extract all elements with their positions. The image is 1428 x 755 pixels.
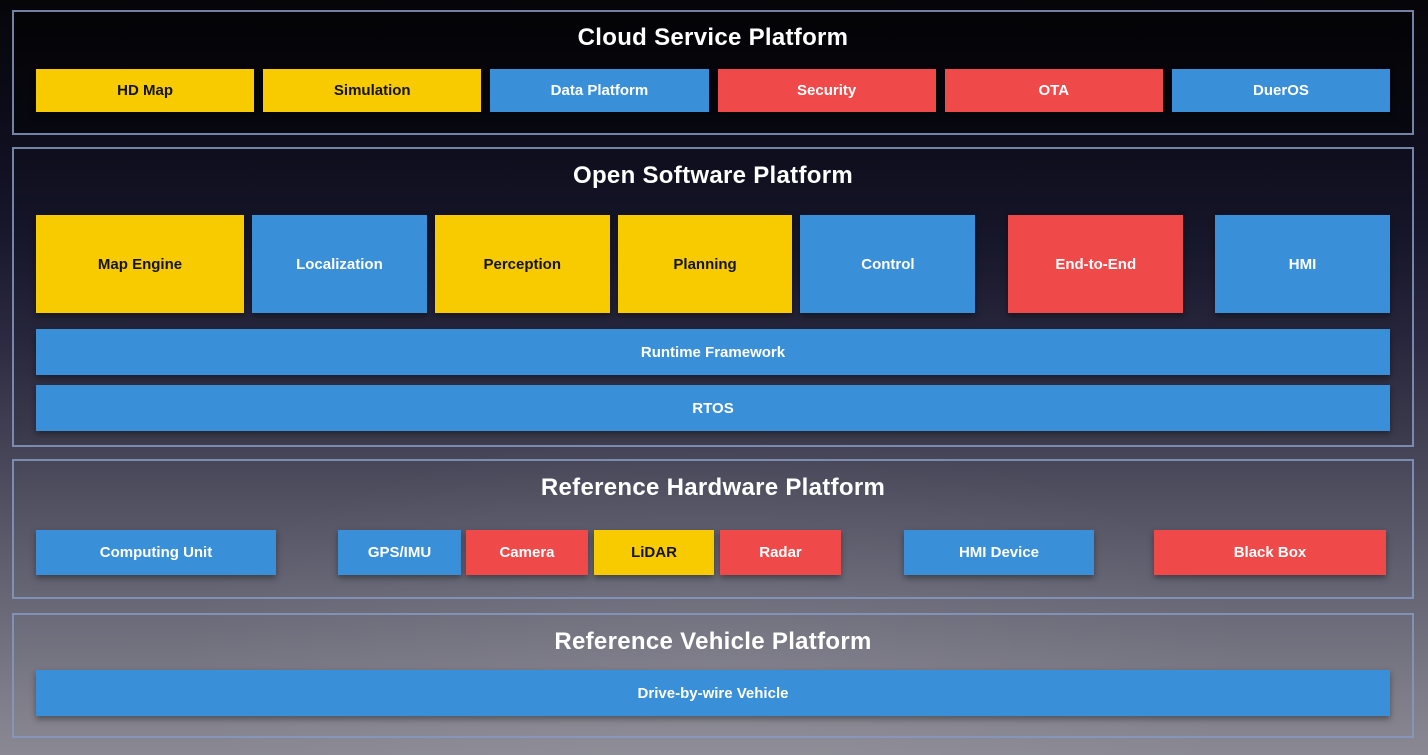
box-hmi-device: HMI Device xyxy=(904,530,1094,575)
bar-runtime-framework: Runtime Framework xyxy=(36,329,1390,375)
box-lidar: LiDAR xyxy=(594,530,714,575)
box-map-engine: Map Engine xyxy=(36,215,244,313)
box-security: Security xyxy=(717,69,936,112)
section-reference-hardware-platform: Reference Hardware Platform Computing Un… xyxy=(12,459,1414,599)
box-ota: OTA xyxy=(944,69,1163,112)
box-camera: Camera xyxy=(466,530,588,575)
box-control: Control xyxy=(800,215,976,313)
box-dueros: DuerOS xyxy=(1171,69,1391,112)
section-open-software-platform: Open Software Platform Map Engine Locali… xyxy=(12,147,1414,447)
box-gps-imu: GPS/IMU xyxy=(338,530,461,575)
box-hd-map: HD Map xyxy=(36,69,255,112)
cloud-platform-title: Cloud Service Platform xyxy=(577,24,849,51)
box-black-box: Black Box xyxy=(1154,530,1386,575)
section-cloud-service-platform: Cloud Service Platform HD Map Simulation… xyxy=(12,10,1414,135)
box-computing-unit: Computing Unit xyxy=(36,530,276,575)
section-reference-vehicle-platform: Reference Vehicle Platform Drive-by-wire… xyxy=(12,613,1414,738)
box-localization: Localization xyxy=(252,215,427,313)
vehicle-platform-title: Reference Vehicle Platform xyxy=(554,628,872,655)
bar-rtos: RTOS xyxy=(36,385,1390,431)
software-platform-title: Open Software Platform xyxy=(573,162,853,189)
hardware-platform-title: Reference Hardware Platform xyxy=(540,474,886,501)
box-planning: Planning xyxy=(617,215,793,313)
bar-drive-by-wire-vehicle: Drive-by-wire Vehicle xyxy=(36,670,1390,716)
box-radar: Radar xyxy=(720,530,841,575)
software-modules-row: Map Engine Localization Perception Plann… xyxy=(36,215,1390,313)
box-data-platform: Data Platform xyxy=(490,69,709,112)
hardware-boxes-row: Computing Unit GPS/IMU Camera LiDAR Rada… xyxy=(36,530,1390,575)
box-end-to-end: End-to-End xyxy=(1008,215,1184,313)
box-simulation: Simulation xyxy=(263,69,482,112)
box-hmi: HMI xyxy=(1215,215,1390,313)
box-perception: Perception xyxy=(434,215,610,313)
cloud-boxes-row: HD Map Simulation Data Platform Security… xyxy=(36,69,1391,112)
